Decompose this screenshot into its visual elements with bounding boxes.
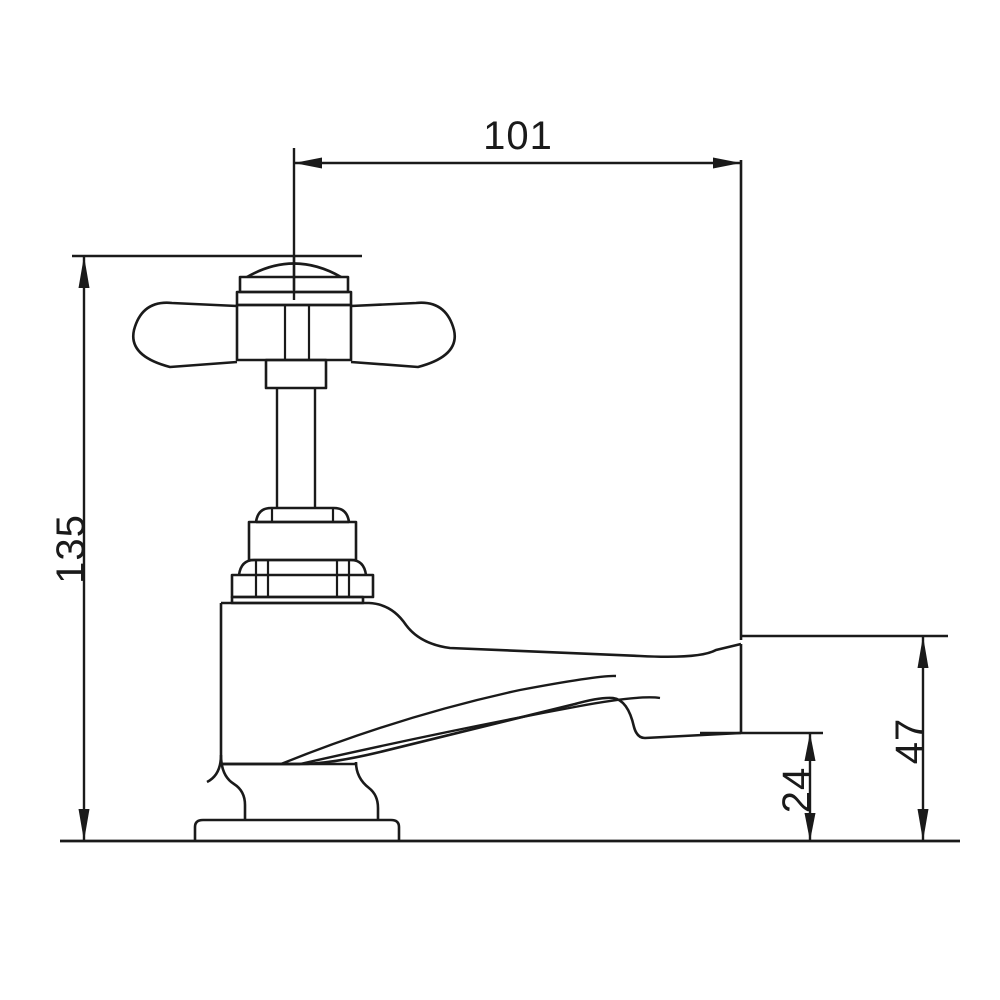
handle-hub: [235, 303, 353, 362]
base-flange: [193, 818, 401, 841]
arrowhead-top-24: [804, 733, 816, 761]
upper-nut-body: [247, 520, 358, 562]
pedestal-waist-right: [354, 761, 380, 820]
upper-nut-chamfer-top: [254, 506, 351, 523]
lower-nut-chamfer-top: [237, 558, 368, 576]
dimension-label-101: 101: [483, 114, 553, 158]
arrowhead-bottom-24: [804, 813, 816, 841]
dimension-label-24: 24: [775, 767, 819, 814]
arrowhead-bottom-135: [78, 809, 90, 841]
body-left-wall: [206, 603, 223, 784]
arrowhead-left-101: [294, 157, 322, 169]
pedestal-base: [193, 754, 401, 841]
handle-arm-right: [350, 301, 457, 369]
cross-handle: [131, 255, 457, 369]
dimension-135: [72, 254, 362, 841]
arrowhead-right-101: [713, 157, 741, 169]
spout-body: [206, 595, 743, 784]
upper-hex-nut: [247, 506, 358, 562]
dimension-label-135: 135: [49, 514, 93, 584]
handle-stem-assembly: [264, 358, 328, 508]
arrowhead-top-135: [78, 256, 90, 288]
dimension-101: [292, 148, 743, 640]
dimension-47: [741, 634, 948, 841]
lower-hex-nut: [230, 558, 375, 599]
lower-nut-body: [230, 573, 375, 599]
arrowhead-bottom-47: [917, 809, 929, 841]
body-top-edge: [221, 601, 742, 659]
spout-decorative-sweep-lower: [299, 696, 661, 766]
spout-nozzle-underside: [221, 696, 742, 766]
stem-collar: [264, 358, 328, 390]
handle-arm-left: [131, 301, 238, 369]
arrowhead-top-47: [917, 636, 929, 668]
pedestal-waist-left: [219, 754, 247, 820]
spout-decorative-sweep-upper: [280, 674, 617, 766]
dimension-label-47: 47: [888, 718, 932, 765]
